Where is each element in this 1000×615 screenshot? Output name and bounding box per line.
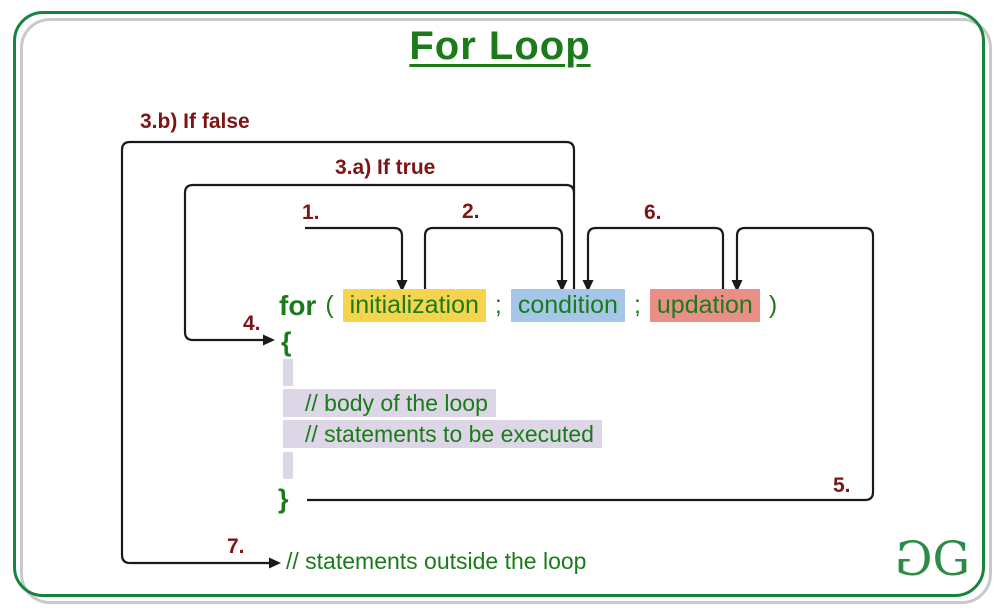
body-highlight-strip-bottom <box>283 452 293 479</box>
body-comment-1: // body of the loop <box>283 389 496 417</box>
separator-1: ; <box>494 291 502 319</box>
separator-2: ; <box>633 291 641 319</box>
outside-comment: // statements outside the loop <box>286 548 587 574</box>
outer-green-border <box>13 11 985 597</box>
geeksforgeeks-logo-icon: GG <box>898 532 970 587</box>
label-step-5: 5. <box>833 474 851 497</box>
condition-highlight: condition <box>510 289 625 322</box>
label-if-false: 3.b) If false <box>140 110 250 133</box>
for-statement: for ( initialization ; condition ; updat… <box>279 289 777 322</box>
for-keyword: for <box>279 289 317 321</box>
open-brace: { <box>281 327 292 357</box>
label-step-2: 2. <box>462 200 480 223</box>
logo-mirrored-g: G <box>898 532 933 587</box>
body-comment-2: // statements to be executed <box>283 420 602 448</box>
label-step-6: 6. <box>644 201 662 224</box>
initialization-highlight: initialization <box>342 289 486 322</box>
label-if-true: 3.a) If true <box>335 156 436 179</box>
label-step-1: 1. <box>302 201 320 224</box>
paren-open: ( <box>325 291 334 319</box>
paren-close: ) <box>768 291 778 319</box>
page-title: For Loop <box>409 24 591 68</box>
logo-g: G <box>932 532 971 587</box>
body-highlight-strip-top <box>283 359 293 386</box>
label-step-7: 7. <box>227 535 245 558</box>
close-brace: } <box>278 484 289 514</box>
updation-highlight: updation <box>649 289 760 322</box>
label-step-4: 4. <box>243 312 261 335</box>
outer-shadow-border <box>20 18 992 604</box>
